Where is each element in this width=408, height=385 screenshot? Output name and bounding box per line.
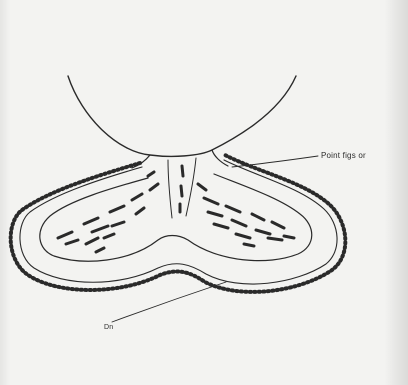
streak-mark — [226, 206, 240, 212]
streak-mark — [236, 234, 250, 238]
streak-mark — [112, 222, 124, 226]
streak-mark — [284, 236, 294, 238]
streak-mark — [148, 172, 154, 176]
label-bottom-left: Dn — [104, 324, 113, 331]
streak-mark — [86, 238, 98, 244]
streak-mark — [268, 238, 282, 240]
streak-mark — [150, 184, 158, 190]
label-top-right: Point figs or — [321, 151, 366, 160]
streak-mark — [181, 186, 182, 196]
streak-mark — [104, 234, 114, 238]
outer-dotted-boundary — [11, 155, 346, 292]
streak-mark — [96, 248, 104, 252]
pointer-line-top — [232, 156, 318, 167]
stem-right-line — [212, 150, 228, 166]
streak-mark — [208, 212, 222, 216]
streak-mark — [84, 218, 98, 224]
streak-mark — [182, 166, 183, 176]
streak-mark — [110, 206, 124, 212]
streak-mark — [256, 230, 270, 234]
upper-bulb-outline — [68, 76, 296, 156]
center-divider-right — [186, 158, 196, 216]
streak-mark — [232, 220, 246, 226]
streak-mark — [136, 208, 144, 214]
streak-mark — [198, 184, 206, 190]
center-divider-left — [168, 160, 172, 218]
streak-mark — [132, 194, 142, 200]
pointer-line-bottom — [112, 282, 226, 322]
streak-mark — [66, 240, 78, 244]
streak-mark — [58, 232, 72, 238]
streak-mark — [244, 244, 254, 246]
streak-mark — [204, 198, 218, 204]
streak-mark — [92, 226, 108, 232]
streak-mark — [214, 224, 228, 228]
streak-mark — [252, 214, 264, 220]
streak-mark — [272, 222, 284, 228]
outer-lobe-line — [20, 160, 337, 284]
